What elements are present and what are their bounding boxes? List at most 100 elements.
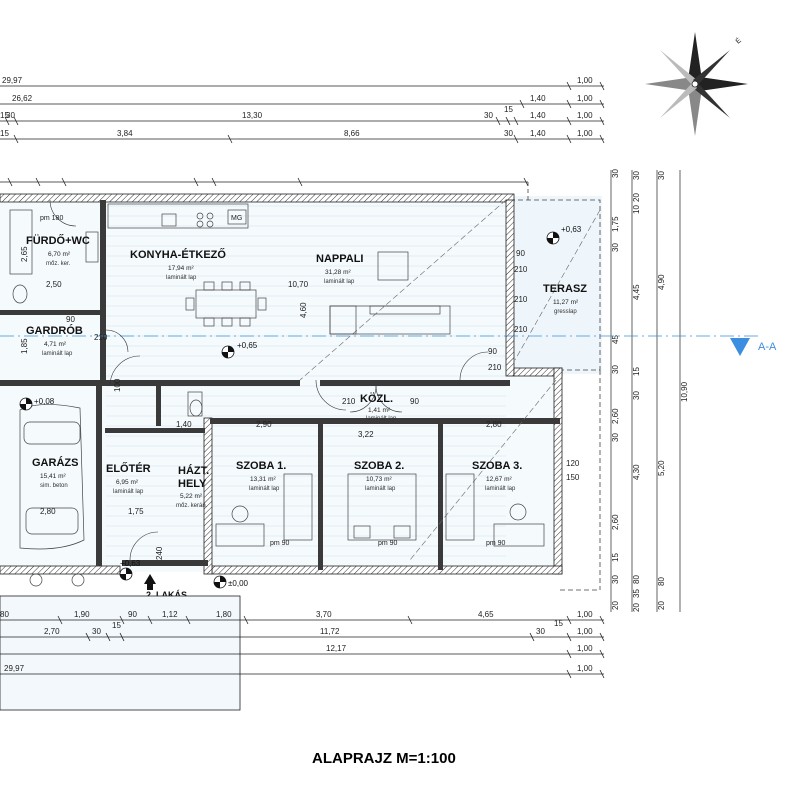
dim-label: 3,84 — [117, 129, 133, 138]
dim-label: 12,17 — [326, 644, 347, 653]
room-floor: laminált lap — [166, 275, 197, 281]
dim-label: 1,00 — [577, 94, 593, 103]
right-dimension-col-3: 30 4,90 10,90 5,20 80 20 — [656, 170, 689, 612]
dim-label: 2,50 — [46, 280, 62, 289]
entrance-arrow-icon — [144, 574, 156, 584]
dim-label: 1,00 — [577, 627, 593, 636]
level-label: +0,63 — [561, 225, 582, 234]
dim-label: 15 — [632, 367, 641, 376]
dim-label: 30 — [611, 433, 620, 442]
dim-label: 210 — [488, 363, 502, 372]
room-name: GARÁZS — [32, 456, 78, 469]
bedroom-furniture — [215, 473, 545, 547]
room-area: 10,73 m² — [366, 476, 392, 483]
dim-label: 90 — [516, 249, 525, 258]
room-name: FÜRDŐ+WC — [26, 234, 90, 247]
apartment-label: 2. LAKÁS — [146, 590, 187, 600]
dim-label: 240 — [155, 546, 164, 560]
dim-label: 4,90 — [657, 274, 666, 290]
dim-label: 1,12 — [162, 610, 178, 619]
dim-label: 15 — [504, 105, 513, 114]
dim-label: 8,66 — [344, 129, 360, 138]
dim-label: 1,00 — [577, 664, 593, 673]
dim-label: 30 — [657, 171, 666, 180]
dim-label: pm 90 — [270, 540, 290, 547]
level-marker-garage: +0,08 — [19, 397, 55, 411]
entrance-marker: 2. LAKÁS — [144, 574, 187, 600]
dim-label: 30 — [92, 627, 101, 636]
dim-label: 29,97 — [4, 664, 25, 673]
dim-label: 4,60 — [299, 302, 308, 318]
dim-label: 1,40 — [176, 420, 192, 429]
level-label: +0,63 — [120, 559, 141, 568]
dim-label: 20 — [657, 601, 666, 610]
wall-reference-line — [0, 177, 529, 187]
bottom-dimension-chain-1: 80 1,90 90 1,12 1,80 3,70 4,65 1,00 — [0, 610, 605, 625]
room-label-room-2: SZOBA 2. 10,73 m² laminált lap — [354, 460, 404, 492]
room-floor: laminált lap — [485, 486, 516, 492]
room-floor: mőz. kerán. — [176, 503, 208, 509]
dim-label: 2,60 — [611, 408, 620, 424]
dim-label: 4,45 — [632, 284, 641, 300]
room-area: 6,95 m² — [116, 479, 139, 486]
room-name: SZOBA 3. — [472, 460, 522, 472]
dim-label: 2,60 — [611, 514, 620, 530]
dim-label: 30 — [611, 243, 620, 252]
dim-label: 13,30 — [242, 111, 263, 120]
roof-diagonal-lines — [299, 199, 601, 561]
level-label: +0,65 — [237, 341, 258, 350]
compass-rose-icon: É — [645, 32, 748, 136]
room-area: 4,71 m² — [44, 341, 67, 348]
dim-label: 210 — [514, 325, 528, 334]
dim-label: 1,00 — [577, 111, 593, 120]
dim-label: 2,65 — [20, 246, 29, 262]
bathroom-fixtures — [9, 209, 203, 417]
top-dimension-chain-2: 26,62 1,40 1,00 — [0, 94, 605, 109]
dim-label: 15 — [112, 621, 121, 630]
dim-label: 1,75 — [128, 507, 144, 516]
top-dimension-chain-4: 15 3,84 8,66 30 1,40 1,00 — [0, 129, 605, 144]
level-marker-terrace: +0,63 — [546, 225, 582, 245]
bottom-dimension-chain-3: 12,17 1,00 — [0, 644, 605, 659]
dim-label: 30 — [611, 365, 620, 374]
dim-label: 15 — [611, 553, 620, 562]
level-marker-outside: ±0,00 — [213, 575, 249, 589]
dim-label: 4,30 — [632, 464, 641, 480]
room-floor: mőz. ker. — [46, 261, 71, 267]
dim-label: 1,80 — [216, 610, 232, 619]
microwave-label: MG — [231, 215, 242, 222]
room-label-hallway: KÖZL. 1,41 m² laminált lap — [360, 392, 397, 422]
dim-label: 30 — [6, 111, 15, 120]
dim-label: 35 — [632, 589, 641, 598]
dim-label: 20 — [611, 601, 620, 610]
room-name: HÁZT. — [178, 464, 209, 477]
room-name: NAPPALI — [316, 253, 363, 265]
dim-label: 1,00 — [577, 129, 593, 138]
room-name: SZOBA 1. — [236, 460, 286, 472]
dim-label: 1,85 — [20, 338, 29, 354]
dim-label: 2,80 — [486, 420, 502, 429]
room-name: SZOBA 2. — [354, 460, 404, 472]
dim-label: 30 — [611, 575, 620, 584]
dim-label: 90 — [128, 610, 137, 619]
drawing-title: ALAPRAJZ M=1:100 — [312, 750, 456, 767]
dim-label: 100 — [113, 378, 122, 392]
section-arrow-icon — [730, 338, 750, 356]
dim-label: 10 — [632, 205, 641, 214]
dim-label: 210 — [514, 265, 528, 274]
dim-label: 80 — [632, 575, 641, 584]
room-floor: laminált lap — [42, 351, 73, 357]
bottom-dimension-chain-4: 29,97 1,00 — [0, 664, 605, 679]
dim-label: 150 — [566, 473, 580, 482]
room-label-room-3: SZOBA 3. 12,67 m² laminált lap — [472, 460, 522, 492]
dim-label: 26,62 — [12, 94, 33, 103]
dining-table — [185, 281, 267, 327]
exterior-walls — [0, 193, 563, 575]
room-name: KÖZL. — [360, 392, 393, 405]
room-name: GARDRÓB — [26, 324, 83, 337]
bottom-dimension-chain-2: 2,70 30 15 11,72 30 15 1,00 — [0, 619, 605, 642]
level-label: ±0,00 — [228, 579, 249, 588]
room-floor: gresslap — [554, 309, 577, 315]
top-dimension-chain-3: 15 30 13,30 30 15 1,40 1,00 — [0, 105, 605, 126]
